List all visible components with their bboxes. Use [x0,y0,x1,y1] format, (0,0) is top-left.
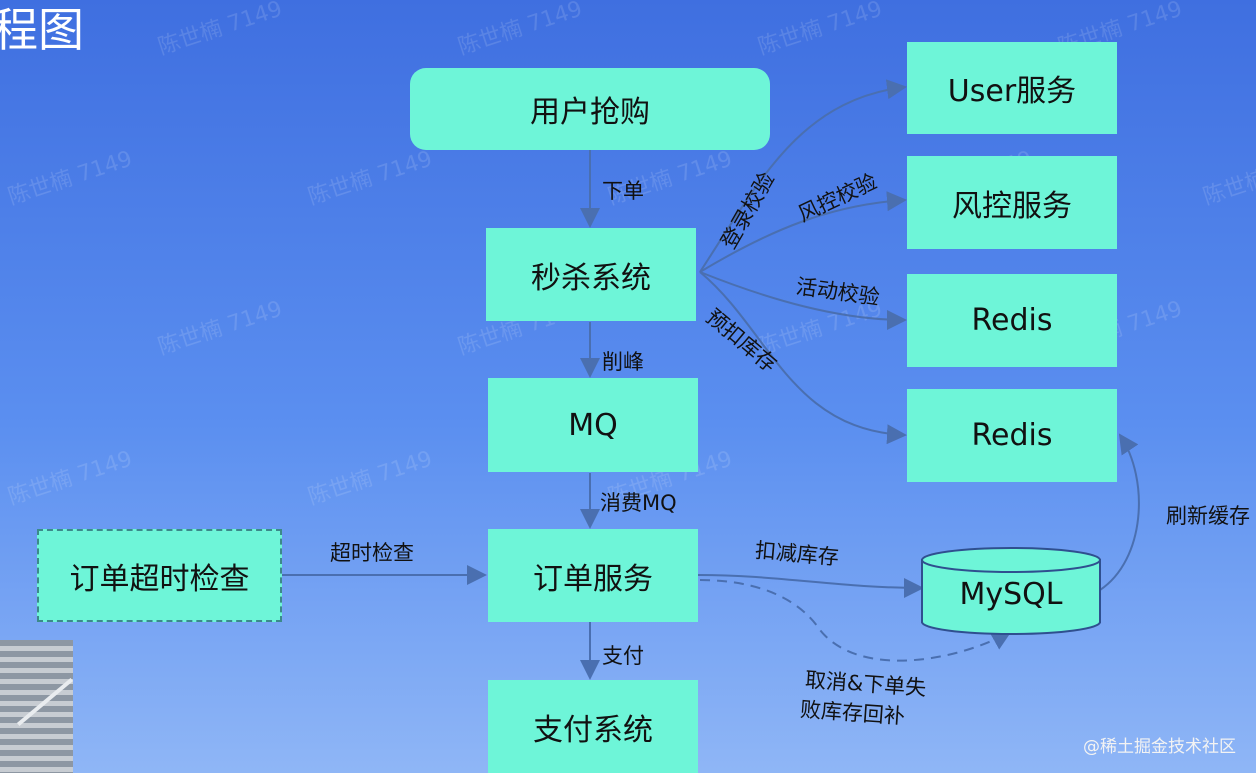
node-mysql: MySQL [959,576,1063,612]
label-pay: 支付 [602,644,644,668]
label-timeout-check: 超时检查 [330,541,414,565]
arrow-deduct-stock [697,574,924,598]
slide-title-fragment: 程图 [0,3,84,57]
node-risk-service: 风控服务 [907,156,1117,249]
node-seckill-system: 秒杀系统 [486,228,696,321]
label-order: 下单 [602,179,644,203]
node-order-timeout-check: 订单超时检查 [37,529,282,622]
arrow-activity-check [699,271,907,330]
arrow-refresh-cache [1099,433,1140,591]
label-consume-mq: 消费MQ [600,491,677,515]
node-user-service: User服务 [907,42,1117,134]
arrow-risk-check [699,191,907,273]
node-order-service: 订单服务 [488,529,698,622]
source-watermark: @稀土掘金技术社区 [1083,737,1236,757]
label-peak-shaving: 削峰 [602,350,644,374]
node-user-purchase: 用户抢购 [410,68,770,150]
node-mq: MQ [488,378,698,472]
arrow-rollback-stock [699,579,1012,662]
mysql-cylinder [921,547,1101,635]
arrow-prededuct-stock [699,271,907,445]
label-refresh-cache: 刷新缓存 [1166,504,1250,528]
node-pay-system: 支付系统 [488,680,698,773]
node-redis-1: Redis [907,274,1117,367]
node-redis-2: Redis [907,389,1117,482]
arrow-login-check [699,79,907,273]
